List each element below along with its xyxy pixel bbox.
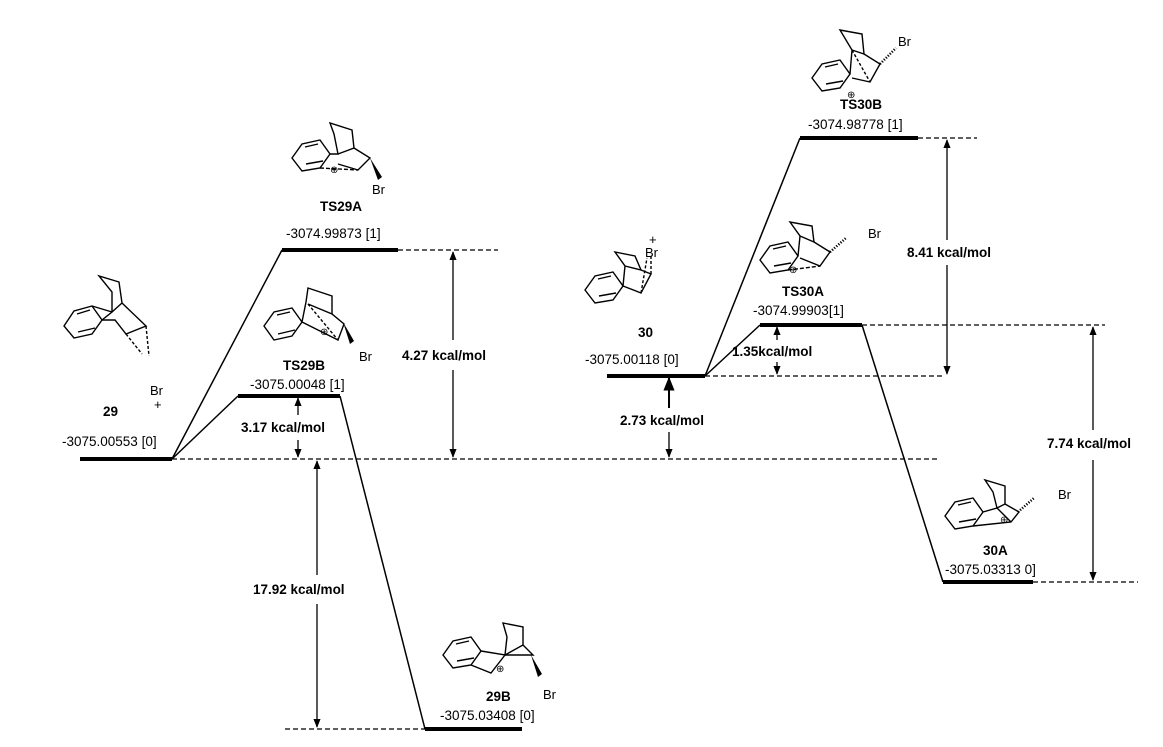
atom-br-ts30b: Br: [898, 34, 912, 49]
species-label-30a: 30A: [983, 543, 1008, 558]
structure-ts29b: [263, 287, 345, 341]
connector-30-ts30a: [704, 324, 761, 377]
connector-30-ts30b: [704, 137, 801, 377]
connector-ts30a-30a: [861, 324, 944, 583]
wedge-bond-ts29b: [343, 322, 354, 344]
gap-label-1-35: 1.35kcal/mol: [732, 344, 812, 359]
wedge-bond-ts29a: [370, 158, 382, 180]
species-label-ts29b: TS29B: [283, 358, 325, 373]
charge-plus-30: +: [649, 232, 657, 247]
gap-label-8-41: 8.41 kcal/mol: [907, 245, 991, 260]
energy-30: -3075.00118 [0]: [585, 352, 679, 367]
species-label-29: 29: [103, 404, 118, 419]
gap-label-3-17: 3.17 kcal/mol: [241, 420, 325, 435]
connectors: [171, 137, 944, 730]
energy-ts29a: -3074.99873 [1]: [286, 226, 381, 241]
gap-label-17-92: 17.92 kcal/mol: [253, 582, 345, 597]
cation-ts30a: ⊕: [789, 265, 797, 276]
energy-30a: -3075.03313 0]: [945, 562, 1036, 577]
energy-ts30b: -3074.98778 [1]: [808, 117, 903, 132]
atom-br-30a: Br: [1058, 487, 1072, 502]
hash-bond-30a: [1017, 497, 1035, 513]
hash-bond-ts30a: [829, 237, 847, 253]
energy-levels: [80, 136, 1033, 731]
atom-br-ts30a: Br: [868, 226, 882, 241]
energy-ts30a: -3074.99903[1]: [753, 303, 844, 318]
structure-30: [584, 250, 652, 304]
gap-label-4-27: 4.27 kcal/mol: [402, 348, 486, 363]
atom-br-ts29b: Br: [359, 349, 373, 364]
atom-br-ts29a: Br: [372, 182, 386, 197]
gap-arrows: [294, 139, 1097, 728]
structure-30a: [944, 478, 1021, 530]
gap-label-7-74: 7.74 kcal/mol: [1047, 436, 1131, 451]
connector-29-ts29a: [171, 249, 283, 460]
structure-ts29a: [291, 121, 372, 172]
energy-29b: -3075.03408 [0]: [440, 708, 535, 723]
structure-29b: [442, 622, 535, 674]
species-label-30: 30: [638, 325, 653, 340]
hash-bond-ts30b: [879, 47, 897, 65]
cation-29b: ⊕: [496, 664, 504, 675]
energy-ts29b: -3075.00048 [1]: [250, 377, 345, 392]
reference-lines: [172, 137, 1138, 730]
energy-29: -3075.00553 [0]: [62, 434, 157, 449]
cation-ts30b: ⊕: [847, 90, 855, 101]
species-label-ts30a: TS30A: [782, 284, 824, 299]
species-label-ts30b: TS30B: [840, 97, 882, 112]
wedge-bond-29b: [531, 655, 542, 677]
atom-br-29b: Br: [543, 687, 557, 702]
cation-ts29b: ⊕: [320, 327, 328, 338]
gap-label-2-73: 2.73 kcal/mol: [620, 413, 704, 428]
connector-ts29b-29b: [339, 395, 426, 730]
structure-ts30b: [811, 29, 881, 92]
species-label-29b: 29B: [486, 689, 511, 704]
cation-ts29a: ⊕: [330, 165, 338, 176]
connector-29-ts29b: [171, 395, 239, 460]
structure-ts30a: [759, 221, 832, 274]
structure-29: [63, 274, 150, 357]
species-label-ts29a: TS29A: [320, 199, 362, 214]
atom-br-29: Br: [150, 383, 164, 398]
charge-plus-29: +: [154, 397, 162, 412]
cation-30a: ⊕: [1000, 515, 1008, 526]
atom-br-30: Br: [645, 245, 659, 260]
